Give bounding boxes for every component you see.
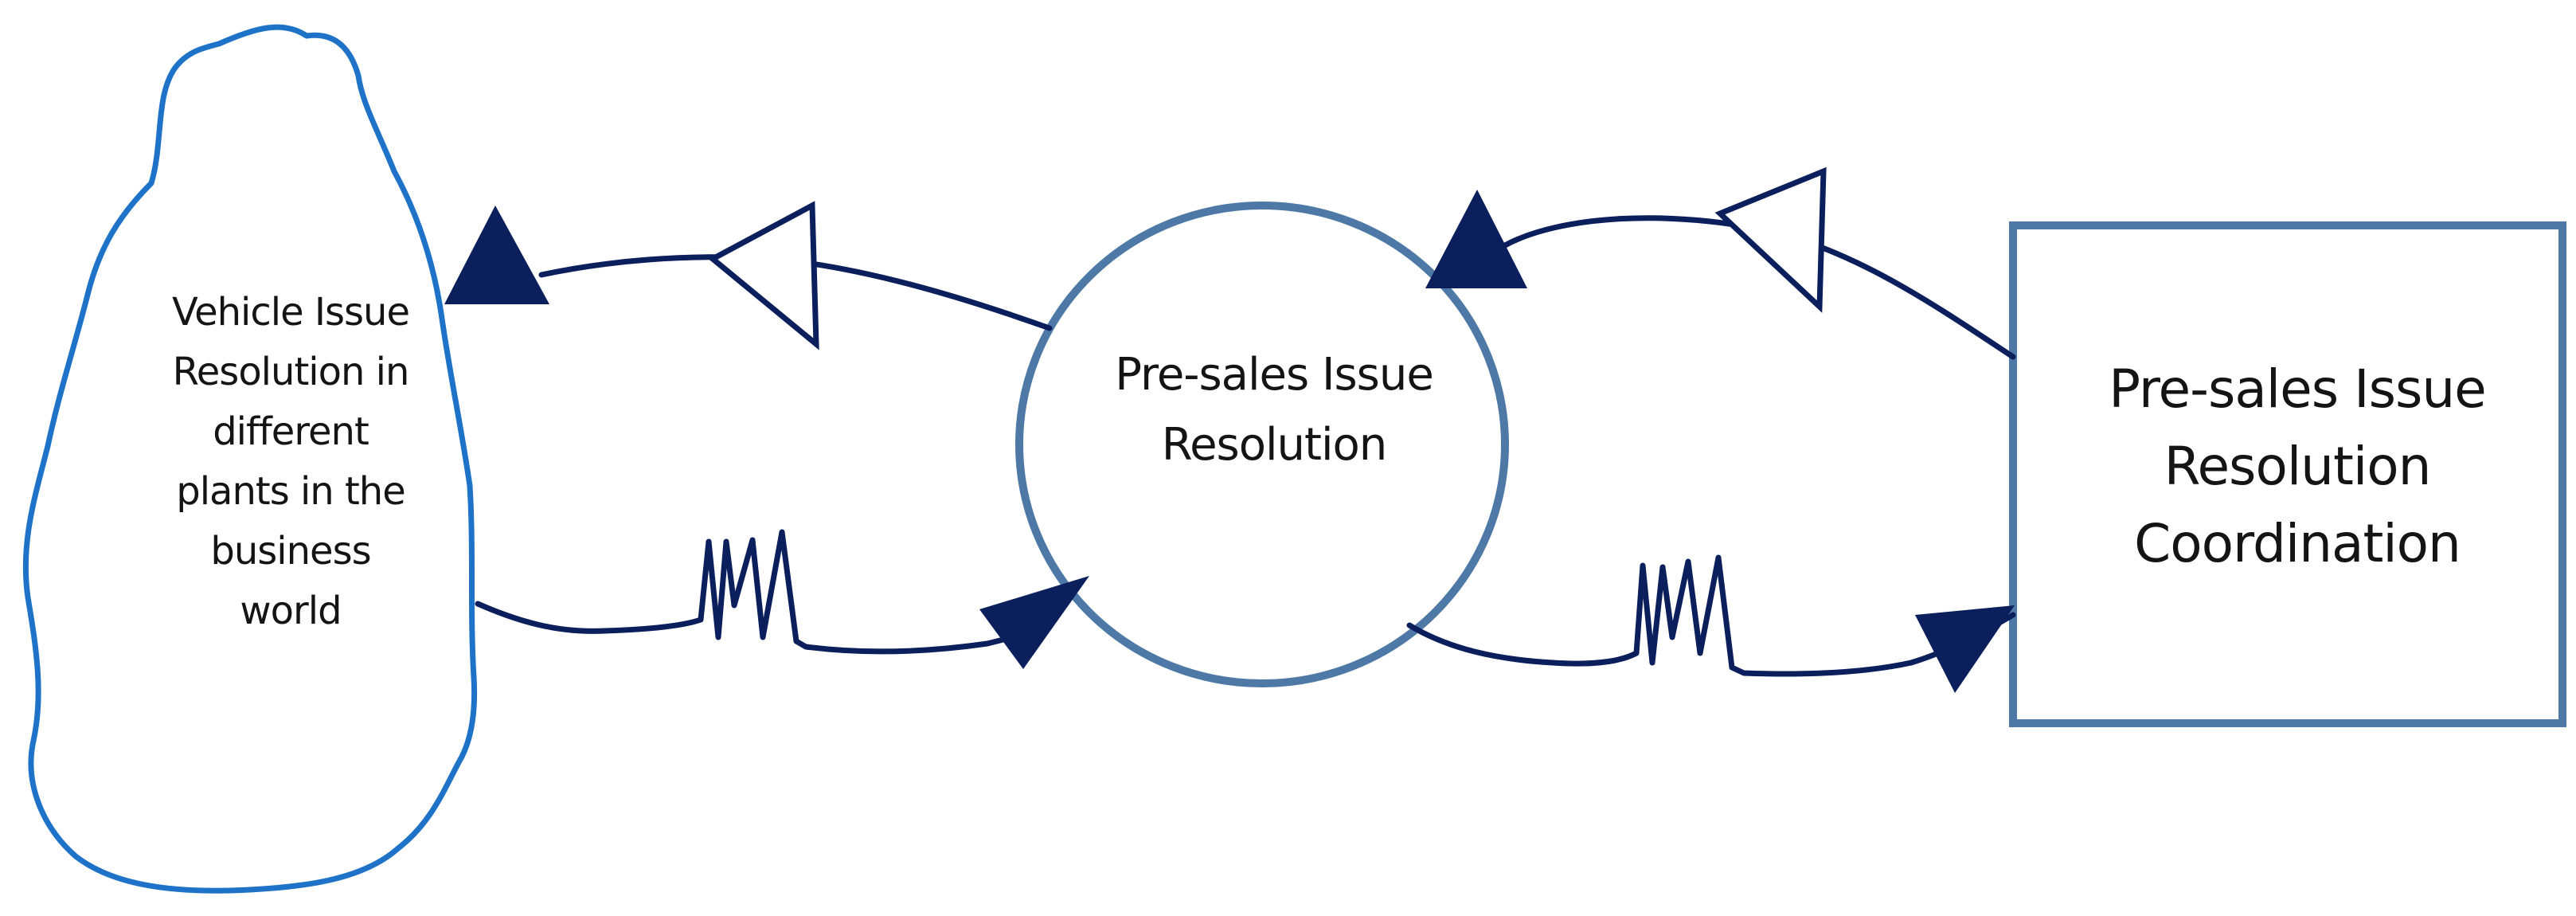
solid-arrow-environment-top xyxy=(444,206,549,304)
entity-rectangle xyxy=(2009,221,2566,727)
solid-arrow-entity-bottom xyxy=(1915,605,2015,693)
solid-arrow-process-top xyxy=(1425,190,1527,288)
entity-label: Pre-sales Issue Resolution Coordination xyxy=(2109,358,2487,574)
process-circle xyxy=(1015,202,1509,687)
flow-process-to-entity-line xyxy=(1406,554,2016,677)
hollow-arrow-right-upper xyxy=(1714,166,1827,313)
flow-environment-to-process-line xyxy=(475,529,1054,655)
solid-arrow-process-bottom xyxy=(979,576,1089,669)
environment-cloud xyxy=(22,24,478,894)
environment-label: Vehicle Issue Resolution in different pl… xyxy=(171,290,410,633)
process-label: Pre-sales Issue Resolution xyxy=(1115,349,1434,471)
hollow-arrow-left-upper xyxy=(707,201,819,350)
